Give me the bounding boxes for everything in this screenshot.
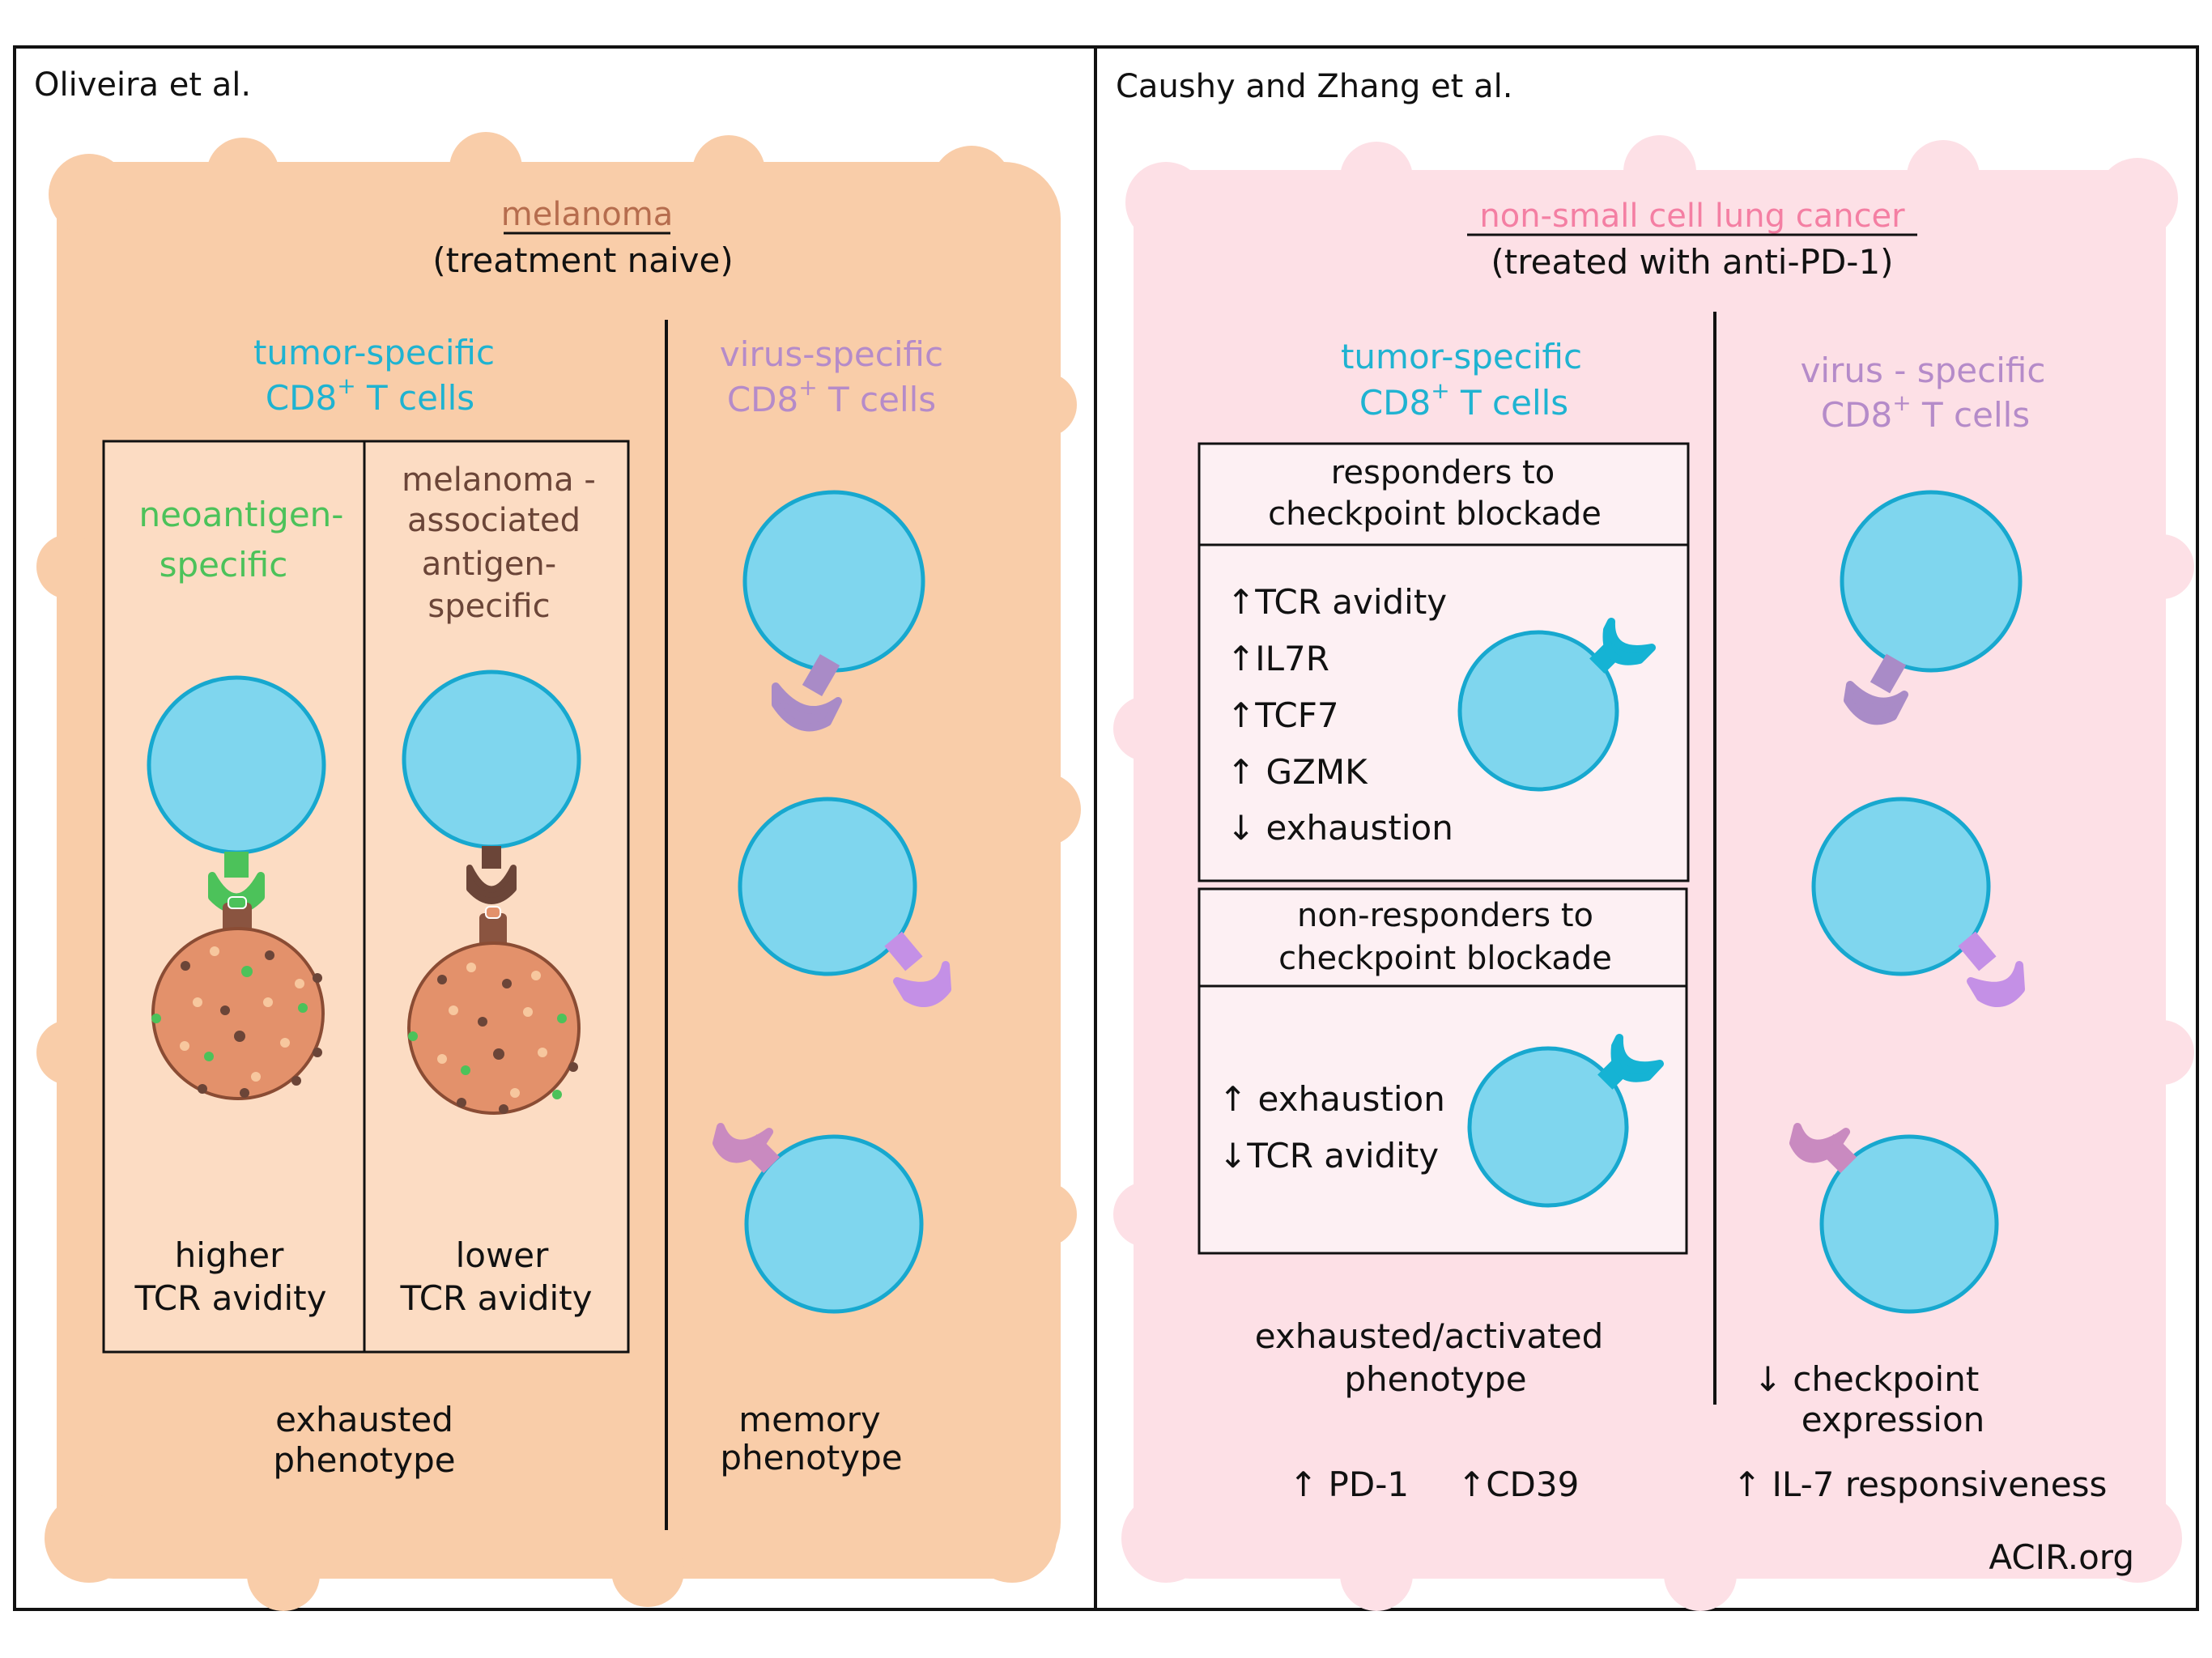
melanoma-assoc-label-3: antigen- bbox=[422, 546, 556, 583]
t-cell bbox=[744, 1134, 924, 1314]
tcr-cup bbox=[772, 682, 842, 732]
pd1-marker: ↑ PD-1 bbox=[1289, 1465, 1409, 1504]
lower-avidity-1: lower bbox=[456, 1235, 550, 1275]
tumor-cell-dots bbox=[408, 963, 578, 1114]
left-virus-tcell-3 bbox=[713, 1123, 924, 1314]
memory-phenotype-2: phenotype bbox=[720, 1438, 902, 1477]
tcr-stem bbox=[482, 846, 501, 869]
melanoma-assoc-label-4: specific bbox=[428, 588, 550, 625]
responders-item: ↑ GZMK bbox=[1227, 752, 1368, 792]
non-responder-tcell bbox=[1467, 1034, 1664, 1208]
responders-item: ↑TCR avidity bbox=[1227, 582, 1447, 622]
responders-title-1: responders to bbox=[1331, 454, 1555, 491]
melanoma-assoc-tcell-interaction bbox=[402, 670, 581, 1115]
tcr-cup bbox=[1789, 1123, 1850, 1163]
il7-marker: ↑ IL-7 responsiveness bbox=[1733, 1465, 2107, 1504]
memory-phenotype-1: memory bbox=[738, 1400, 881, 1439]
t-cell bbox=[1467, 1046, 1629, 1208]
exhausted-activated-2: phenotype bbox=[1344, 1359, 1526, 1399]
t-cell bbox=[742, 490, 925, 673]
left-tumor-cd8-label: CD8+ T cells bbox=[266, 372, 474, 418]
right-tumor-specific-label: tumor-specific bbox=[1341, 337, 1582, 376]
left-virus-tcell-2 bbox=[738, 797, 951, 1008]
melanoma-title: melanoma bbox=[501, 196, 674, 233]
higher-avidity-1: higher bbox=[175, 1235, 284, 1275]
t-cell bbox=[738, 797, 917, 976]
checkpoint-expression-1: ↓ checkpoint bbox=[1754, 1359, 1980, 1399]
melanoma-assoc-label-2: associated bbox=[407, 502, 581, 539]
t-cell bbox=[1457, 630, 1619, 792]
responders-title-2: checkpoint blockade bbox=[1268, 495, 1602, 533]
tumor-cell bbox=[407, 942, 581, 1115]
lower-avidity-2: TCR avidity bbox=[400, 1278, 593, 1318]
tumor-cell-dots bbox=[151, 946, 322, 1098]
cd39-marker: ↑CD39 bbox=[1457, 1465, 1579, 1504]
non-responders-item: ↓TCR avidity bbox=[1219, 1136, 1439, 1175]
responder-tcell bbox=[1457, 618, 1656, 792]
tcr-cup bbox=[466, 865, 517, 904]
right-virus-tcell-2 bbox=[1811, 797, 2025, 1008]
right-virus-cd8-label: CD8+ T cells bbox=[1821, 389, 2030, 435]
tcr-cup bbox=[893, 961, 951, 1008]
mhc-stem bbox=[479, 913, 507, 947]
t-cell bbox=[1819, 1134, 1999, 1314]
credit-text: ACIR.org bbox=[1989, 1537, 2134, 1577]
left-panel-heading: Oliveira et al. bbox=[34, 66, 251, 104]
t-cell bbox=[1811, 797, 1991, 976]
tcr-cup bbox=[1967, 961, 2025, 1008]
nsclc-title: non-small cell lung cancer bbox=[1479, 198, 1905, 235]
neoantigen-tcell-interaction bbox=[147, 675, 326, 1100]
non-responders-title-1: non-responders to bbox=[1297, 897, 1593, 934]
nsclc-treatment: (treated with anti-PD-1) bbox=[1491, 242, 1893, 282]
exhausted-activated-1: exhausted/activated bbox=[1255, 1316, 1603, 1356]
non-responders-title-2: checkpoint blockade bbox=[1278, 940, 1612, 977]
responders-item: ↑TCF7 bbox=[1227, 695, 1339, 735]
tcr-cup bbox=[1602, 618, 1656, 665]
exhausted-phenotype-1: exhausted bbox=[275, 1400, 453, 1439]
melanoma-treatment: (treatment naive) bbox=[432, 240, 734, 280]
tcr-cup bbox=[1844, 681, 1908, 725]
responders-item: ↓ exhaustion bbox=[1227, 808, 1453, 848]
right-virus-specific-label: virus - specific bbox=[1801, 351, 2046, 390]
checkpoint-expression-2: expression bbox=[1802, 1400, 1985, 1439]
tumor-cell bbox=[151, 927, 325, 1100]
right-virus-tcell-3 bbox=[1789, 1123, 1999, 1314]
neoantigen-label-1: neoantigen- bbox=[139, 495, 344, 534]
tumor-specific-box bbox=[102, 440, 630, 1354]
mhc-stem bbox=[223, 903, 252, 935]
tcr-cup bbox=[1610, 1034, 1664, 1082]
t-cell bbox=[147, 675, 326, 855]
higher-avidity-2: TCR avidity bbox=[134, 1278, 327, 1318]
t-cell bbox=[402, 670, 581, 849]
neoantigen-label-2: specific bbox=[160, 545, 288, 585]
non-responders-item: ↑ exhaustion bbox=[1219, 1079, 1445, 1119]
tcr-stem bbox=[224, 852, 249, 878]
responders-item: ↑IL7R bbox=[1227, 639, 1329, 678]
exhausted-phenotype-2: phenotype bbox=[273, 1440, 455, 1480]
left-virus-cd8-label: CD8+ T cells bbox=[727, 374, 936, 419]
t-cell bbox=[1840, 490, 2023, 673]
left-tumor-specific-label: tumor-specific bbox=[253, 333, 495, 372]
peptide bbox=[228, 896, 247, 909]
right-panel-heading: Caushy and Zhang et al. bbox=[1116, 68, 1512, 105]
right-virus-tcell-1 bbox=[1840, 490, 2023, 725]
right-tumor-cd8-label: CD8+ T cells bbox=[1359, 377, 1568, 423]
tcr-cup bbox=[713, 1123, 773, 1163]
left-virus-tcell-1 bbox=[742, 490, 925, 732]
melanoma-assoc-label-1: melanoma - bbox=[402, 461, 596, 499]
peptide bbox=[485, 906, 501, 919]
left-virus-specific-label: virus-specific bbox=[720, 334, 943, 374]
